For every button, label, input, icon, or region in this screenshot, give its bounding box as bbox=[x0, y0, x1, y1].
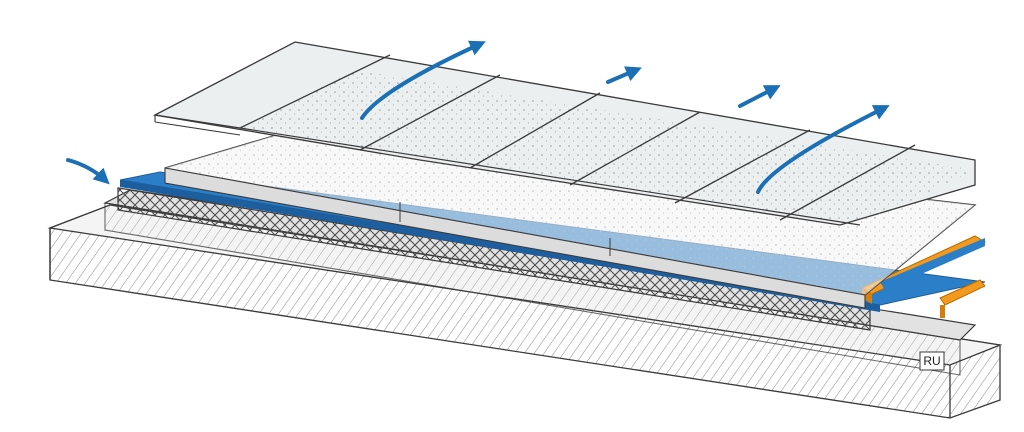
outflow-arrow-1 bbox=[360, 40, 486, 120]
ru-label: RU bbox=[919, 351, 945, 371]
outflow-arrow-4 bbox=[756, 105, 890, 194]
airflow-arrows bbox=[66, 40, 890, 194]
ru-label-text: RU bbox=[923, 354, 940, 368]
outflow-arrow-2 bbox=[606, 66, 642, 84]
inflow-arrow bbox=[66, 158, 110, 185]
outflow-arrow-3 bbox=[738, 85, 781, 108]
screed-layer bbox=[164, 127, 977, 309]
